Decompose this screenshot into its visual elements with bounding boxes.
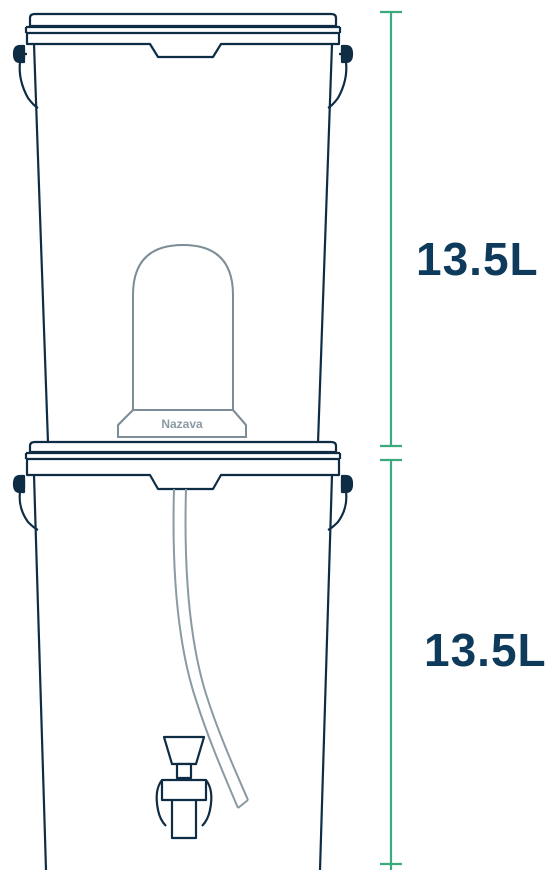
lower-tank-capacity-label: 13.5L [424, 624, 547, 676]
filter-candle-dome [132, 243, 234, 412]
upper-tank [12, 12, 354, 444]
filter-candle: Nazava [117, 243, 247, 438]
upper-tank-lid [28, 12, 338, 28]
lower-dimension-line [380, 458, 402, 870]
upper-tank-rim [25, 33, 341, 59]
upper-tank-capacity-label: 13.5L [416, 233, 539, 285]
lower-tank-lid [28, 440, 338, 454]
lower-tank-rim [25, 459, 341, 491]
upper-tank-body [32, 43, 334, 444]
upper-dimension-line [380, 10, 402, 448]
water-tap-icon[interactable] [155, 735, 213, 840]
tap-lever[interactable] [162, 735, 206, 766]
brand-label: Nazava [161, 417, 203, 431]
dimension-lines [380, 10, 402, 870]
lower-tank-body [32, 474, 334, 871]
outlet-tube [172, 488, 249, 809]
tap-body [160, 778, 208, 840]
